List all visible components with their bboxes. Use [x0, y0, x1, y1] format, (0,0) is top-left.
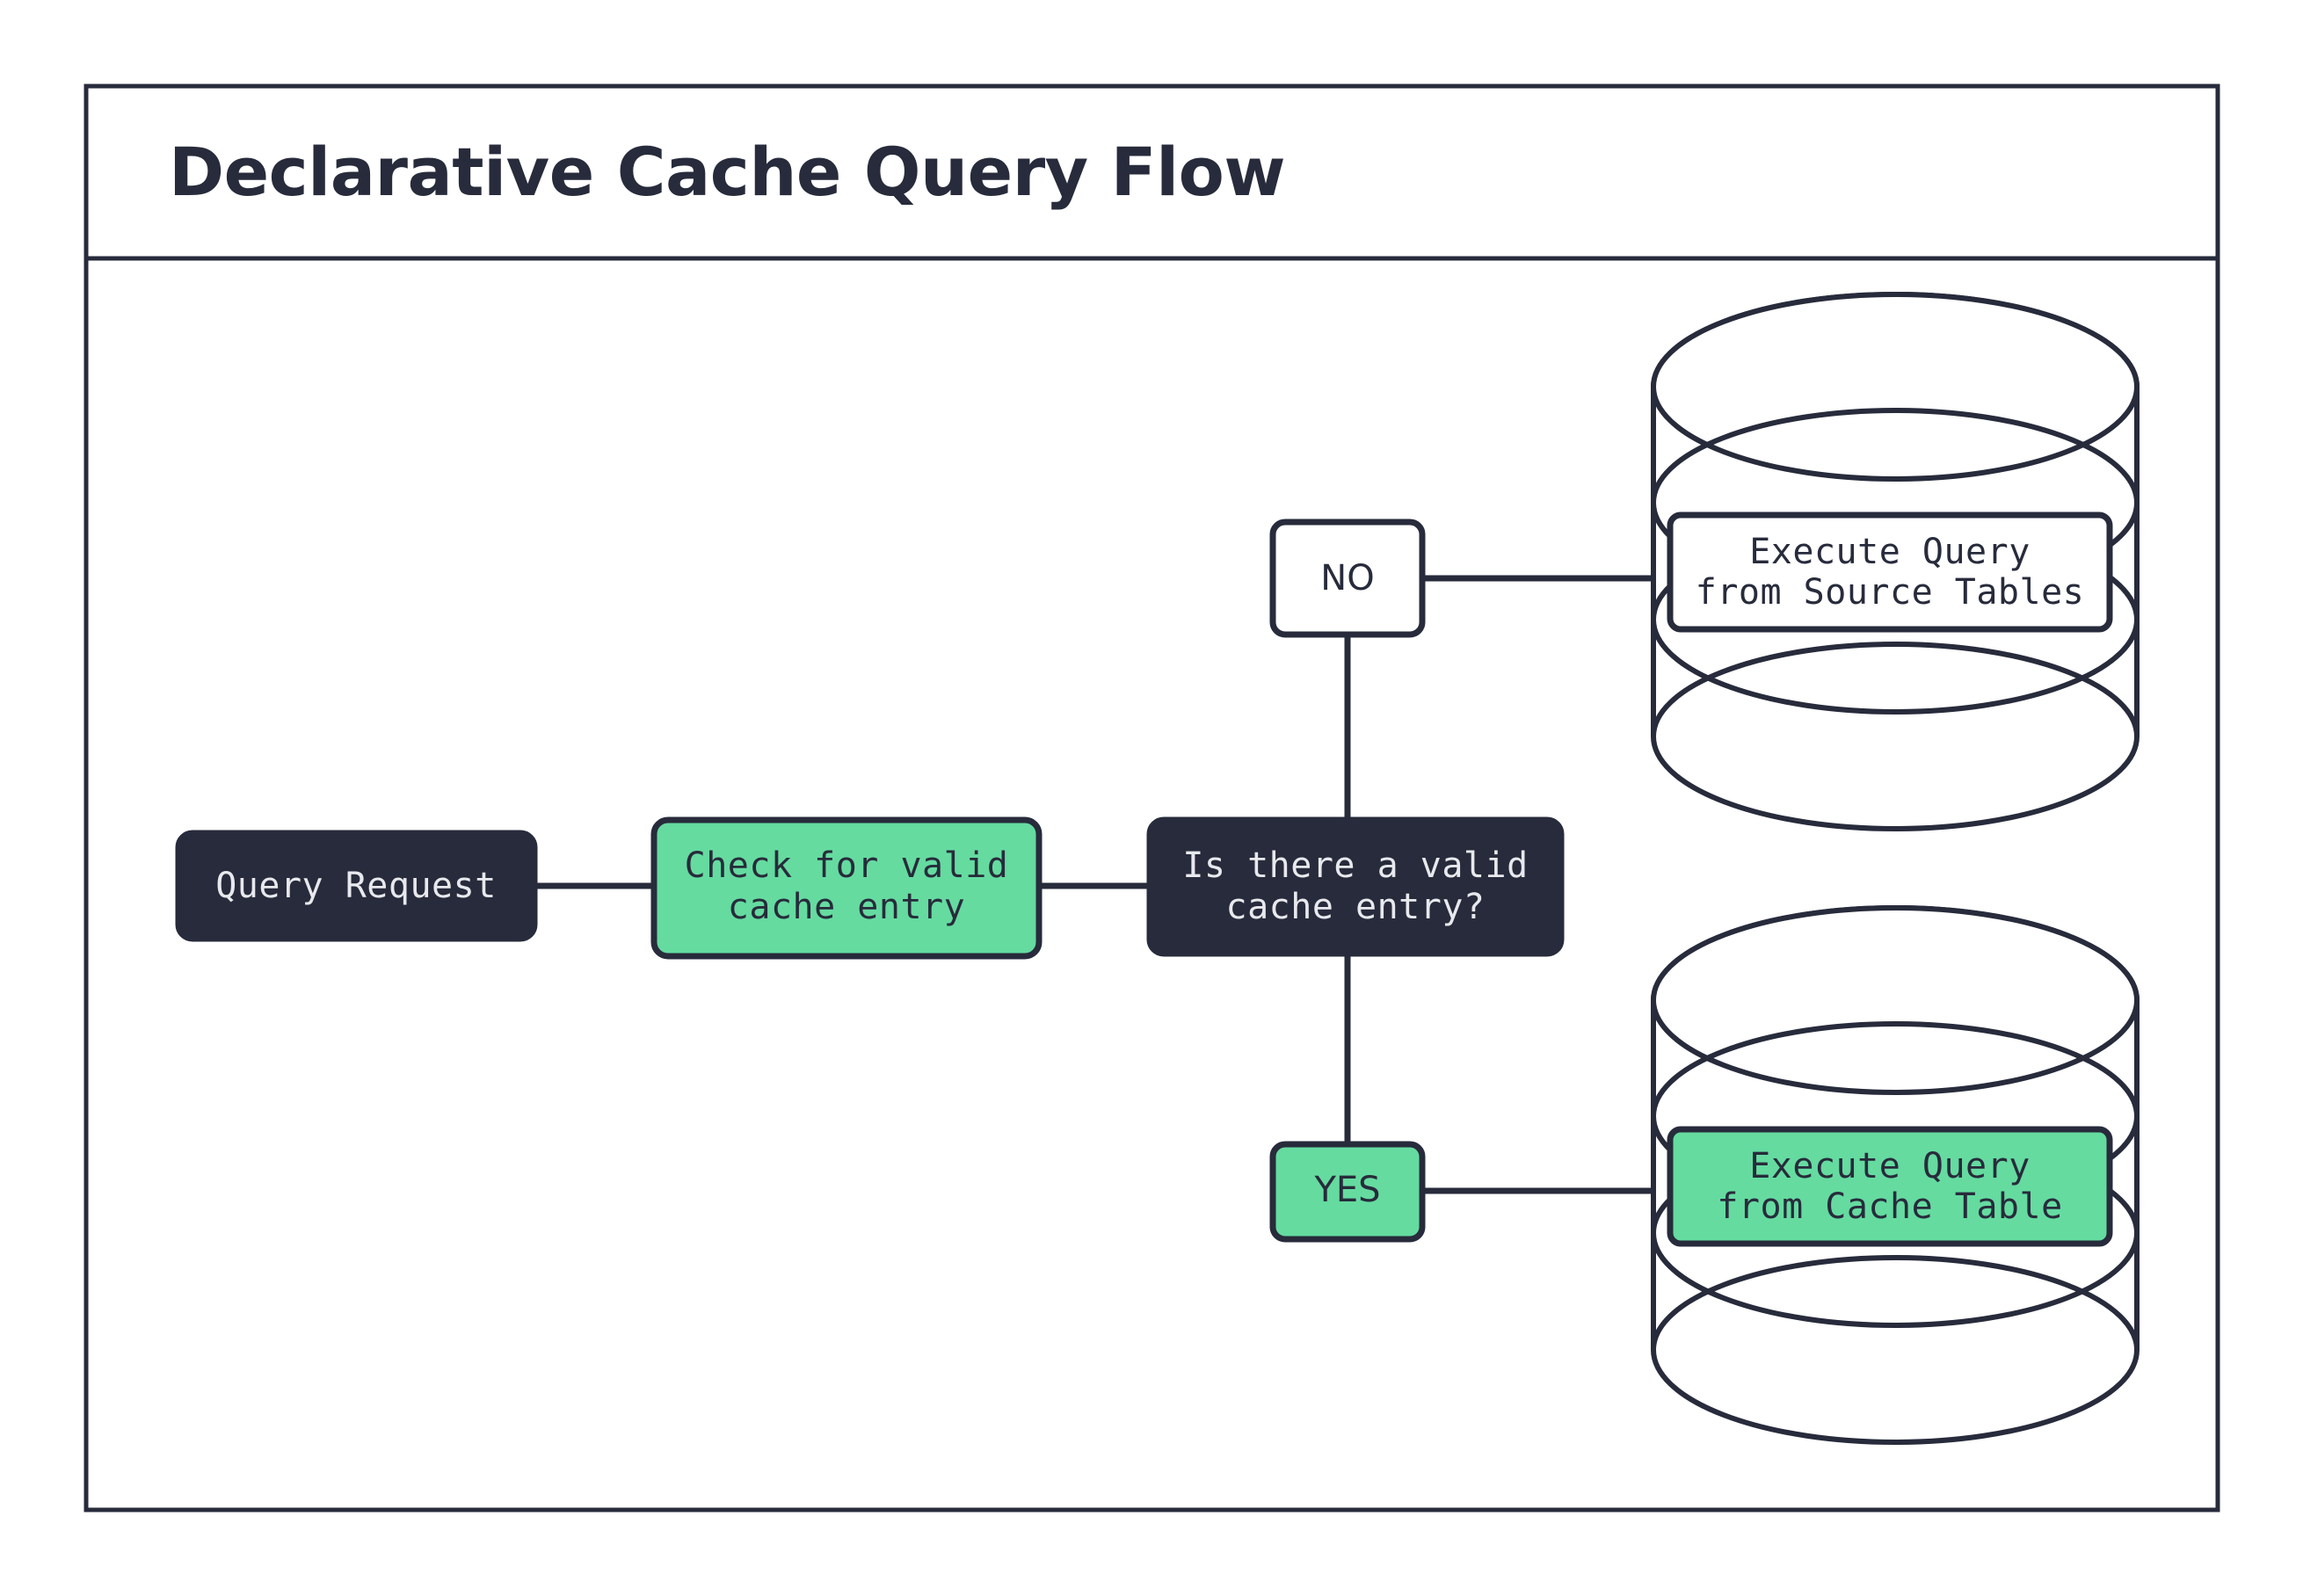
source-db-label-line-2: from Source Tables [1696, 572, 2084, 613]
cache-db-label-line-1: Execute Query [1749, 1146, 2031, 1186]
source-db-label-box[interactable] [1667, 511, 2113, 633]
source-db-band-2 [1651, 619, 2140, 715]
node-decision-valid-cache[interactable]: Is there a valid cache entry? [1146, 816, 1565, 957]
cache-db-label-box[interactable] [1667, 1126, 2113, 1247]
node-check-cache[interactable]: Check for valid cache entry [650, 816, 1043, 960]
cache-db-band-1-top [1651, 1021, 2140, 1117]
check-cache-label-line-2: cache entry [728, 887, 965, 927]
page-title: Declarative Cache Query Flow [169, 133, 1285, 211]
source-tables-database[interactable]: Execute Query from Source Tables [1651, 292, 2140, 831]
branch-yes-badge[interactable]: YES [1269, 1141, 1426, 1243]
source-db-band-1-top [1651, 408, 2140, 504]
branch-yes-label: YES [1313, 1170, 1380, 1210]
cache-db-band-2 [1651, 1232, 2140, 1328]
cache-db-band-3-top [1651, 1255, 2140, 1351]
cache-table-database[interactable]: Execute Query from Cache Table [1651, 905, 2140, 1445]
decision-label-line-2: cache entry? [1226, 887, 1486, 927]
source-db-band-3-top [1651, 642, 2140, 737]
branch-no-badge[interactable]: NO [1269, 519, 1426, 638]
source-db-top-disc [1651, 292, 2140, 482]
decision-box[interactable] [1146, 816, 1565, 957]
cache-db-top-disc [1651, 905, 2140, 1095]
check-cache-label-line-1: Check for valid [685, 845, 1009, 886]
query-request-box[interactable] [175, 830, 538, 942]
cache-db-label-line-2: from Cache Table [1717, 1186, 2062, 1227]
query-request-label: Query Request [215, 866, 497, 906]
decision-label-line-1: Is there a valid [1182, 845, 1528, 886]
branch-yes-box[interactable] [1269, 1141, 1426, 1243]
branch-no-label: NO [1320, 558, 1374, 598]
check-cache-box[interactable] [650, 816, 1043, 960]
node-query-request[interactable]: Query Request [175, 830, 538, 942]
source-db-label-line-1: Execute Query [1749, 532, 2031, 572]
branch-no-box[interactable] [1269, 519, 1426, 638]
